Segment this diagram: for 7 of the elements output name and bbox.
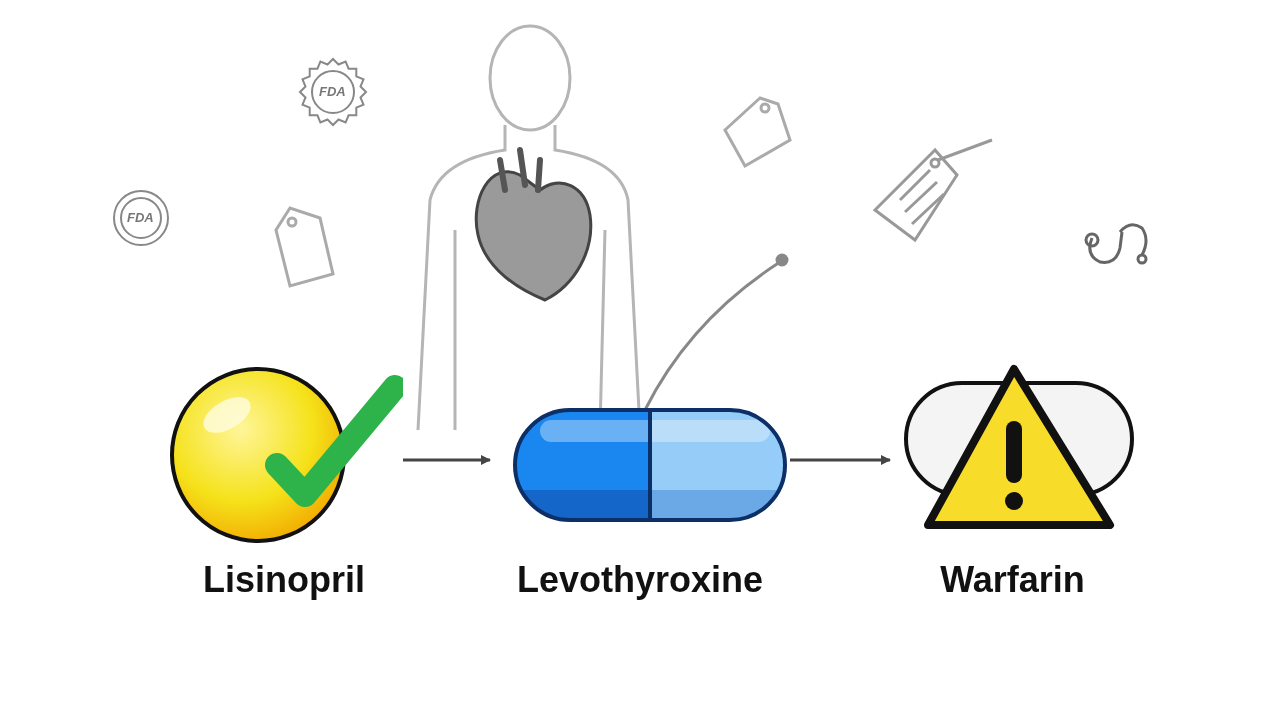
- drug-name: Lisinopril: [203, 558, 365, 602]
- arrow: [790, 455, 891, 465]
- seal-label: FDA: [319, 85, 346, 98]
- drug-name: Levothyroxine: [516, 558, 764, 602]
- seal-label: FDA: [127, 211, 154, 224]
- drug-name: Warfarin: [940, 558, 1085, 602]
- arrow: [403, 455, 491, 465]
